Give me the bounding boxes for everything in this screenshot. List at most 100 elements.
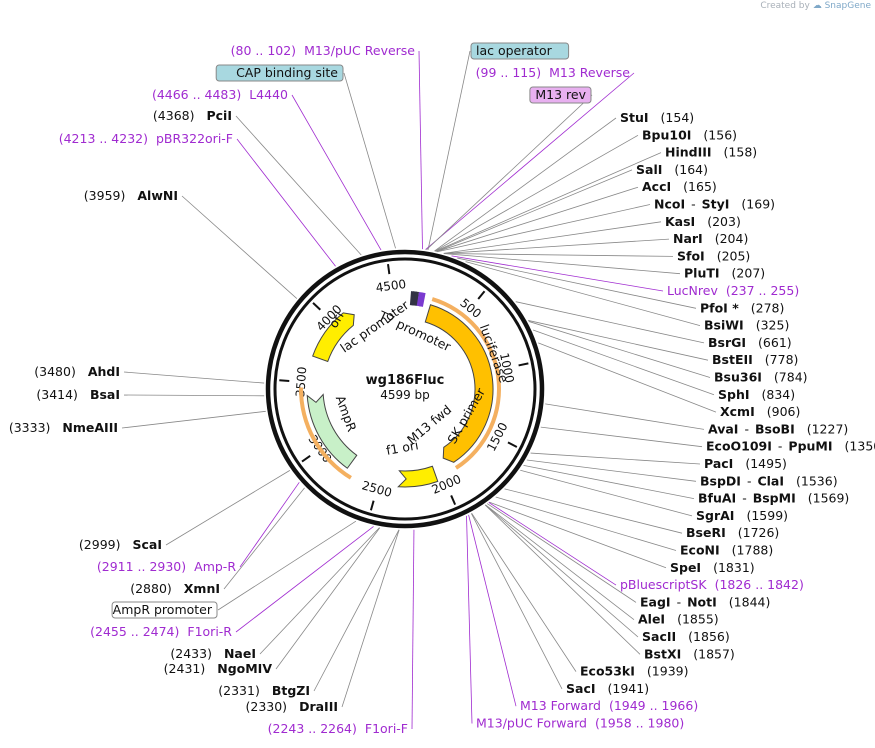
label-alei[interactable]: AleI(1855)	[638, 612, 719, 627]
site-name: SacII	[642, 629, 676, 644]
site-position: (1855)	[677, 612, 719, 627]
leader-line	[495, 496, 677, 551]
label-pcii[interactable]: (4368)PciI	[153, 108, 232, 123]
leader-line	[530, 452, 701, 465]
label-stui[interactable]: StuI(154)	[620, 110, 694, 125]
label-xcmi[interactable]: XcmI(906)	[720, 404, 800, 419]
tick-label-1000: 1000	[497, 351, 517, 384]
f1-ori-feature[interactable]	[397, 465, 439, 488]
label-saci[interactable]: SacI(1941)	[566, 681, 649, 696]
site-name: BspDI	[700, 473, 741, 488]
label-sacii[interactable]: SacII(1856)	[642, 629, 730, 644]
label-pbluescriptsk[interactable]: pBluescriptSK(1826 .. 1842)	[620, 577, 804, 592]
svg-text:LucNrev(237 .. 255): LucNrev(237 .. 255)	[667, 283, 799, 298]
label-bspdi[interactable]: BspDI-ClaI(1536)	[700, 473, 838, 488]
label-spei[interactable]: SpeI(1831)	[670, 560, 755, 575]
label-btgzi[interactable]: (2331)BtgZI	[218, 683, 310, 698]
label-pluti[interactable]: PluTI(207)	[684, 266, 765, 281]
label-f1ori-f[interactable]: (2243 .. 2264)F1ori-F	[268, 721, 408, 736]
svg-text:(4213 .. 4232)pBR322ori-F: (4213 .. 4232)pBR322ori-F	[59, 131, 233, 146]
label-ahdi[interactable]: (3480)AhdI	[34, 364, 120, 379]
leader-line	[443, 221, 662, 254]
label-ecoo109i[interactable]: EcoO109I-PpuMI(1350)	[706, 439, 875, 454]
leader-line	[444, 253, 681, 275]
tick-label-3500: 3500	[293, 366, 309, 397]
site-name: Bsu36I	[714, 370, 762, 385]
label-acci[interactable]: AccI(165)	[642, 179, 717, 194]
site-name: NgoMIV	[217, 661, 272, 676]
site-name: SacI	[566, 681, 596, 696]
label-pfoi[interactable]: PfoI *(278)	[700, 300, 784, 315]
label-paci[interactable]: PacI(1495)	[704, 456, 787, 471]
label-naei[interactable]: (2433)NaeI	[170, 646, 256, 661]
label-ngomiv[interactable]: (2431)NgoMIV	[164, 661, 273, 676]
label-sgrai[interactable]: SgrAI(1599)	[696, 508, 788, 523]
leader-line	[181, 195, 298, 299]
label-bstxi[interactable]: BstXI(1857)	[644, 646, 735, 661]
site-name: BstXI	[644, 646, 681, 661]
svg-text:(3333)NmeAIII: (3333)NmeAIII	[9, 420, 118, 435]
label-f1ori-r[interactable]: (2455 .. 2474)F1ori-R	[90, 624, 232, 639]
svg-text:SacI(1941): SacI(1941)	[566, 681, 649, 696]
label-sali[interactable]: SalI(164)	[636, 162, 708, 177]
label-cap-binding-site[interactable]: CAP binding site	[215, 64, 344, 82]
label-bsiwi[interactable]: BsiWI(325)	[704, 318, 789, 333]
label-sfoi[interactable]: SfoI(205)	[677, 248, 750, 263]
site-labels[interactable]: StuI(154) Bpu10I(156) HindIII(158) SalI(164…	[9, 42, 875, 736]
leader-line	[443, 253, 674, 257]
label-pbr322ori-f[interactable]: (4213 .. 4232)pBR322ori-F	[59, 131, 233, 146]
label-m13-reverse[interactable]: (99 .. 115)M13 Reverse	[476, 65, 631, 80]
label-bsu36i[interactable]: Bsu36I(784)	[714, 370, 808, 385]
site-sep: -	[677, 594, 682, 609]
svg-text:HindIII(158): HindIII(158)	[665, 145, 757, 160]
label-m13-rev[interactable]: M13 rev	[529, 86, 592, 104]
label-bsteii[interactable]: BstEII(778)	[712, 352, 798, 367]
label-kasi[interactable]: KasI(203)	[665, 214, 741, 229]
svg-text:SalI(164): SalI(164)	[636, 162, 708, 177]
label-m13-puc-reverse[interactable]: (80 .. 102)M13/pUC Reverse	[231, 43, 416, 58]
leader-line	[239, 482, 300, 568]
site-name-2: BspMI	[753, 491, 796, 506]
tick-mark-4000	[312, 302, 322, 311]
label-alwni[interactable]: (3959)AlwNI	[84, 188, 178, 203]
site-sep: -	[778, 439, 783, 454]
label-draiii[interactable]: (2330)DraIII	[245, 699, 338, 714]
label-nmeaiii[interactable]: (3333)NmeAIII	[9, 420, 118, 435]
site-name-2: BsoBI	[755, 421, 795, 436]
label-eco53ki[interactable]: Eco53kI(1939)	[580, 664, 688, 679]
label-lucnrev[interactable]: LucNrev(237 .. 255)	[667, 283, 799, 298]
leader-line	[520, 469, 693, 517]
ori-feature[interactable]	[312, 312, 355, 363]
tick-label-4500: 4500	[375, 277, 407, 295]
leader-line	[436, 169, 633, 252]
svg-text:Bpu10I(156): Bpu10I(156)	[642, 127, 737, 142]
svg-text:AccI(165): AccI(165)	[642, 179, 717, 194]
ampr-feature[interactable]	[306, 393, 358, 469]
leader-line	[435, 152, 662, 252]
label-sphi[interactable]: SphI(834)	[718, 387, 795, 402]
label-bpu10i[interactable]: Bpu10I(156)	[642, 127, 737, 142]
label-xmni[interactable]: (2880)XmnI	[130, 581, 220, 596]
label-hindiii[interactable]: HindIII(158)	[665, 145, 757, 160]
label-lac-operator[interactable]: lac operator	[470, 42, 570, 60]
label-avai[interactable]: AvaI-BsoBI(1227)	[708, 421, 848, 436]
label-ncoi[interactable]: NcoI-StyI(169)	[654, 197, 775, 212]
label-bseri[interactable]: BseRI(1726)	[686, 525, 779, 540]
primer-text: LucNrev	[667, 283, 718, 298]
label-eagi[interactable]: EagI-NotI(1844)	[640, 594, 770, 609]
label-econi[interactable]: EcoNI(1788)	[680, 543, 773, 558]
box-frame	[470, 42, 570, 60]
label-nari[interactable]: NarI(204)	[673, 231, 748, 246]
label-ampr-promoter[interactable]: AmpR promoter	[111, 601, 218, 619]
site-sep: -	[691, 197, 696, 212]
label-amp-r[interactable]: (2911 .. 2930)Amp-R	[97, 559, 236, 574]
label-scai[interactable]: (2999)ScaI	[79, 537, 162, 552]
label-l4440[interactable]: (4466 .. 4483)L4440	[152, 87, 288, 102]
label-m13-puc-forward[interactable]: M13/pUC Forward(1958 .. 1980)	[476, 716, 684, 731]
label-bsai[interactable]: (3414)BsaI	[36, 387, 120, 402]
site-position: (1495)	[745, 456, 787, 471]
label-bfuai[interactable]: BfuAI-BspMI(1569)	[698, 491, 849, 506]
label-m13-forward[interactable]: M13 Forward(1949 .. 1966)	[520, 698, 698, 713]
label-bsrgi[interactable]: BsrGI(661)	[708, 335, 792, 350]
luciferase-feature[interactable]	[424, 304, 494, 463]
